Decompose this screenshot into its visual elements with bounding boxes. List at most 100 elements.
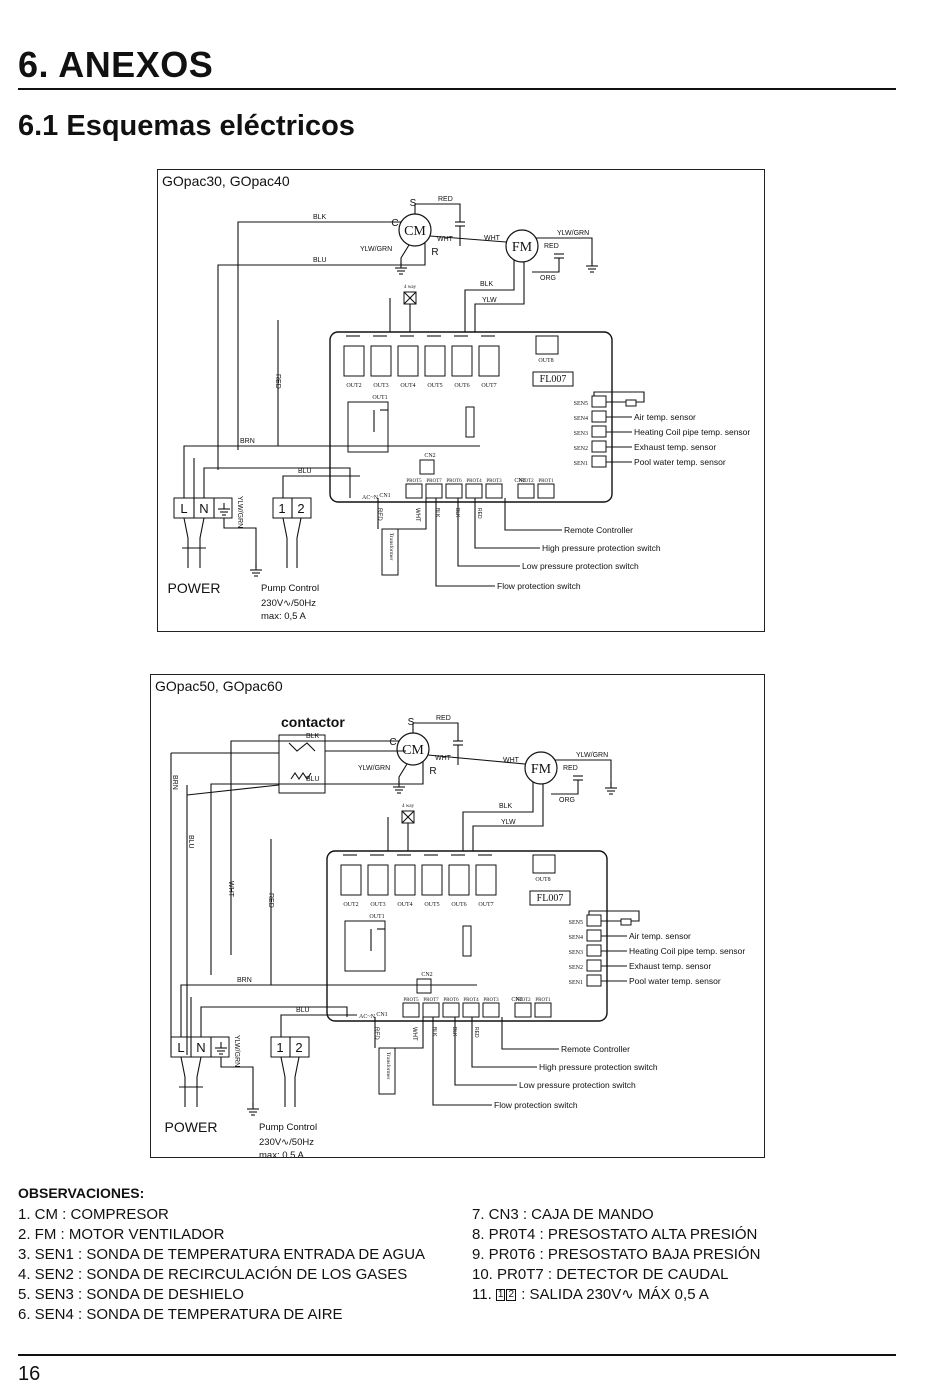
observation-item: 8. PR0T4 : PRESOSTATO ALTA PRESIÓN bbox=[472, 1226, 758, 1243]
contactor-coil bbox=[290, 772, 312, 780]
wire-label-wht: WHT bbox=[437, 236, 454, 243]
switch-label: Remote Controller bbox=[561, 1044, 630, 1054]
control-board bbox=[326, 850, 608, 1022]
wire bbox=[400, 244, 410, 266]
wire-label-org: ORG bbox=[559, 797, 575, 804]
pump-control-label: Pump Control bbox=[259, 1122, 317, 1133]
resistor bbox=[625, 399, 637, 407]
pump-max-label: max: 0,5 A bbox=[259, 1150, 305, 1157]
wire-label-red: RED bbox=[436, 715, 451, 722]
wire bbox=[504, 498, 562, 531]
sensor-connector bbox=[591, 440, 607, 453]
pump-control-label: Pump Control bbox=[261, 583, 319, 594]
relay-label: OUT3 bbox=[370, 902, 385, 908]
wire-label-red: RED bbox=[438, 196, 453, 203]
wire-label-red: RED bbox=[544, 243, 559, 250]
wire-label-ylwgrn: YLW/GRN bbox=[236, 496, 243, 528]
wire-label-red: RED bbox=[376, 508, 382, 521]
wire-label-ylwgrn: YLW/GRN bbox=[233, 1035, 240, 1067]
wire-label-ylwgrn: YLW/GRN bbox=[557, 230, 589, 237]
sensor-id-label: SEN3 bbox=[574, 431, 588, 437]
wire bbox=[217, 243, 426, 470]
sensor-name: Air temp. sensor bbox=[629, 931, 691, 941]
wire-label-blk: BLK bbox=[434, 508, 440, 518]
sensor-connector bbox=[586, 914, 602, 927]
contactor-label: contactor bbox=[281, 714, 345, 730]
wire bbox=[183, 445, 480, 498]
protection-label: PROT1 bbox=[535, 998, 551, 1003]
transformer-label: Transformer bbox=[385, 1052, 392, 1079]
relay-block bbox=[451, 345, 473, 377]
terminal-box-1: 1 bbox=[495, 1289, 506, 1302]
wire bbox=[474, 262, 525, 332]
wire-label-blk: BLK bbox=[454, 508, 460, 518]
pump-cable bbox=[282, 517, 288, 568]
contactor-box bbox=[278, 734, 326, 794]
wire-label-ylwgrn: YLW/GRN bbox=[358, 765, 390, 772]
sensor-connector bbox=[591, 410, 607, 423]
wire bbox=[210, 762, 424, 975]
wire bbox=[555, 759, 612, 786]
power-terminal-block bbox=[170, 1036, 230, 1058]
protection-label: PROT7 bbox=[423, 998, 439, 1003]
protection-label: PROT1 bbox=[538, 479, 554, 484]
terminal-n-label: N bbox=[196, 1040, 205, 1055]
wire bbox=[223, 518, 257, 568]
protection-label: PROT3 bbox=[483, 998, 499, 1003]
sensor-connector bbox=[586, 944, 602, 957]
sensor-id-label: SEN1 bbox=[574, 461, 588, 467]
relay-label: OUT7 bbox=[478, 902, 493, 908]
wire bbox=[280, 1014, 357, 1037]
wire bbox=[412, 722, 459, 741]
sensor-name: Exhaust temp. sensor bbox=[634, 442, 716, 452]
pin-s-label: S bbox=[408, 717, 415, 728]
wire bbox=[395, 1017, 424, 1049]
wire bbox=[282, 475, 360, 498]
power-cable bbox=[183, 517, 189, 568]
wire-label-red: RED bbox=[563, 765, 578, 772]
protection-connector bbox=[514, 1002, 532, 1018]
protection-connector bbox=[482, 1002, 500, 1018]
protection-connector bbox=[442, 1002, 460, 1018]
power-terminal-block bbox=[173, 497, 233, 519]
pin-r-label: R bbox=[429, 766, 436, 777]
wire-label-ylwgrn: YLW/GRN bbox=[360, 246, 392, 253]
wire-label-blu: BLU bbox=[306, 776, 320, 783]
observations-heading: OBSERVACIONES: bbox=[18, 1185, 145, 1201]
sensor-id-label: SEN4 bbox=[574, 416, 588, 422]
wire-label-ylw: YLW bbox=[482, 297, 497, 304]
relay-block bbox=[367, 864, 389, 896]
wire-label-wht: WHT bbox=[484, 235, 501, 242]
item11-text: : SALIDA 230V∿ MÁX 0,5 A bbox=[517, 1286, 709, 1303]
wire bbox=[398, 763, 408, 785]
cn2-connector bbox=[416, 978, 432, 994]
contactor-switch bbox=[288, 742, 316, 752]
wire-label-red: RED bbox=[267, 893, 274, 908]
out1-relay bbox=[344, 920, 386, 972]
fan-motor-symbol bbox=[524, 751, 558, 785]
control-board bbox=[329, 331, 613, 503]
power-label: POWER bbox=[168, 580, 221, 596]
protection-connector bbox=[534, 1002, 552, 1018]
power-label: POWER bbox=[165, 1119, 218, 1135]
wire bbox=[588, 910, 640, 922]
pump-cable bbox=[294, 1056, 300, 1107]
sensor-connector bbox=[586, 929, 602, 942]
protection-connector bbox=[402, 1002, 420, 1018]
wire bbox=[435, 498, 495, 587]
sensor-connector bbox=[586, 959, 602, 972]
wire-label-red: RED bbox=[473, 1027, 479, 1038]
wire-label-blu: BLU bbox=[187, 835, 194, 849]
wire bbox=[398, 498, 427, 530]
relay-label: OUT5 bbox=[427, 383, 442, 389]
wire-label-blu: BLU bbox=[296, 1007, 310, 1014]
observation-item: 10. PR0T7 : DETECTOR DE CAUDAL bbox=[472, 1266, 729, 1283]
transformer-label: Transformer bbox=[388, 533, 395, 560]
wire bbox=[230, 740, 399, 955]
wire bbox=[432, 1017, 492, 1106]
diagram-title: GOpac50, GOpac60 bbox=[155, 678, 283, 694]
wire bbox=[593, 391, 645, 403]
relay-block bbox=[421, 864, 443, 896]
resistor bbox=[620, 918, 632, 926]
protection-connector bbox=[445, 483, 463, 499]
